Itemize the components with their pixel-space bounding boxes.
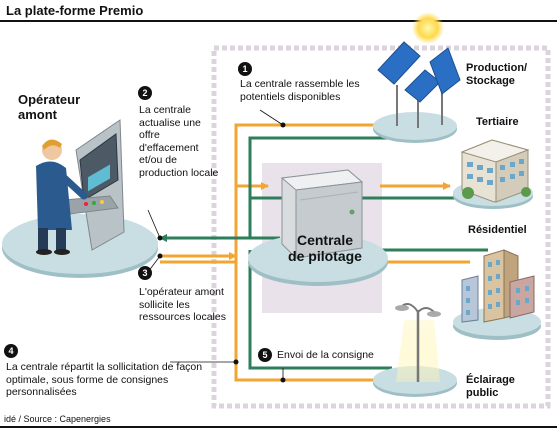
node-residential-label: Résidentiel [468,224,527,236]
operator-console-icon [63,119,125,251]
operator-person-icon [36,139,88,255]
zone-border [211,45,551,409]
green-line-production [248,136,392,238]
operator-disc [2,214,158,274]
step-4-text: La centrale répartit la sollicitation de… [6,361,203,398]
step-1-badge: 1 [238,62,252,76]
office-building-icon [460,139,531,203]
node-lighting-label: Éclairage public [466,374,515,399]
step-1-text: La centrale rassemble les potentiels dis… [240,78,360,103]
operator-label: Opérateur amont [18,92,81,122]
production-disc [373,112,457,140]
step-4-badge: 4 [4,344,18,358]
orange-line-production [234,121,393,262]
node-production-label: Production/ Stockage [466,62,528,87]
step-5-text: Envoi de la consigne [277,349,374,361]
step-2-badge: 2 [138,86,152,100]
source-credit: idé / Source : Capenergies [4,414,111,424]
footer-rule [0,426,557,428]
step-5-badge: 5 [258,348,272,362]
step-3-text: L'opérateur amont sollicite les ressourc… [139,286,226,323]
sun-icon [412,12,444,44]
orange-line-lighting [160,260,393,384]
pilot-center-line2: de pilotage [288,248,362,264]
pilot-center-label: Centrale de pilotage [280,232,370,264]
node-tertiary-label: Tertiaire [476,116,519,128]
pilot-center-line1: Centrale [296,232,354,248]
residential-buildings-icon [461,249,535,323]
street-lamp-icon [395,303,441,382]
step-2-text: La centrale actualise une offre d'efface… [139,104,219,179]
header: La plate-forme Premio [0,0,557,22]
solar-panel-icon [377,41,461,128]
green-line-lighting [248,250,392,370]
header-rule [0,20,557,22]
step-3-badge: 3 [138,266,152,280]
page-title: La plate-forme Premio [6,3,144,18]
